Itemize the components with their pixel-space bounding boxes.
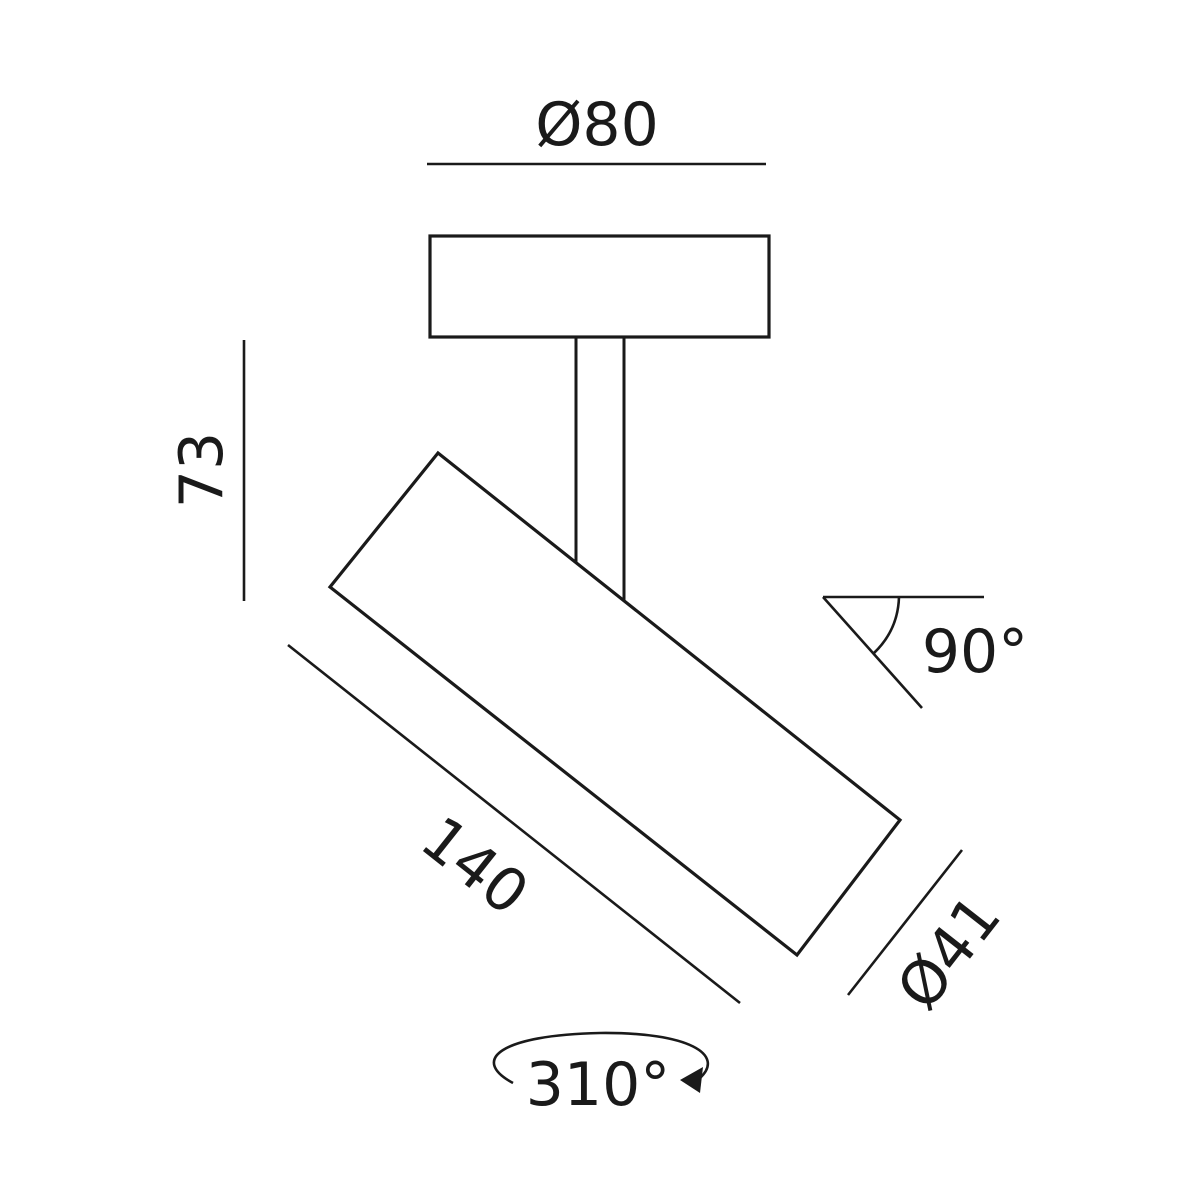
ceiling-mount-base xyxy=(428,234,771,339)
head-diameter-dimension-line xyxy=(846,849,964,996)
rotation-angle-label: 310° xyxy=(526,1050,671,1120)
lamp-head xyxy=(327,450,903,958)
head-diameter-label: Ø41 xyxy=(884,882,1015,1022)
rotation-arrow-icon xyxy=(492,1031,710,1093)
tilt-angle-label: 90° xyxy=(922,617,1028,687)
height-label: 73 xyxy=(167,432,237,508)
length-dimension-line xyxy=(287,643,741,1005)
length-label: 140 xyxy=(408,803,541,929)
mount-diameter-label: Ø80 xyxy=(535,90,659,160)
tilt-angle-icon xyxy=(822,595,984,709)
